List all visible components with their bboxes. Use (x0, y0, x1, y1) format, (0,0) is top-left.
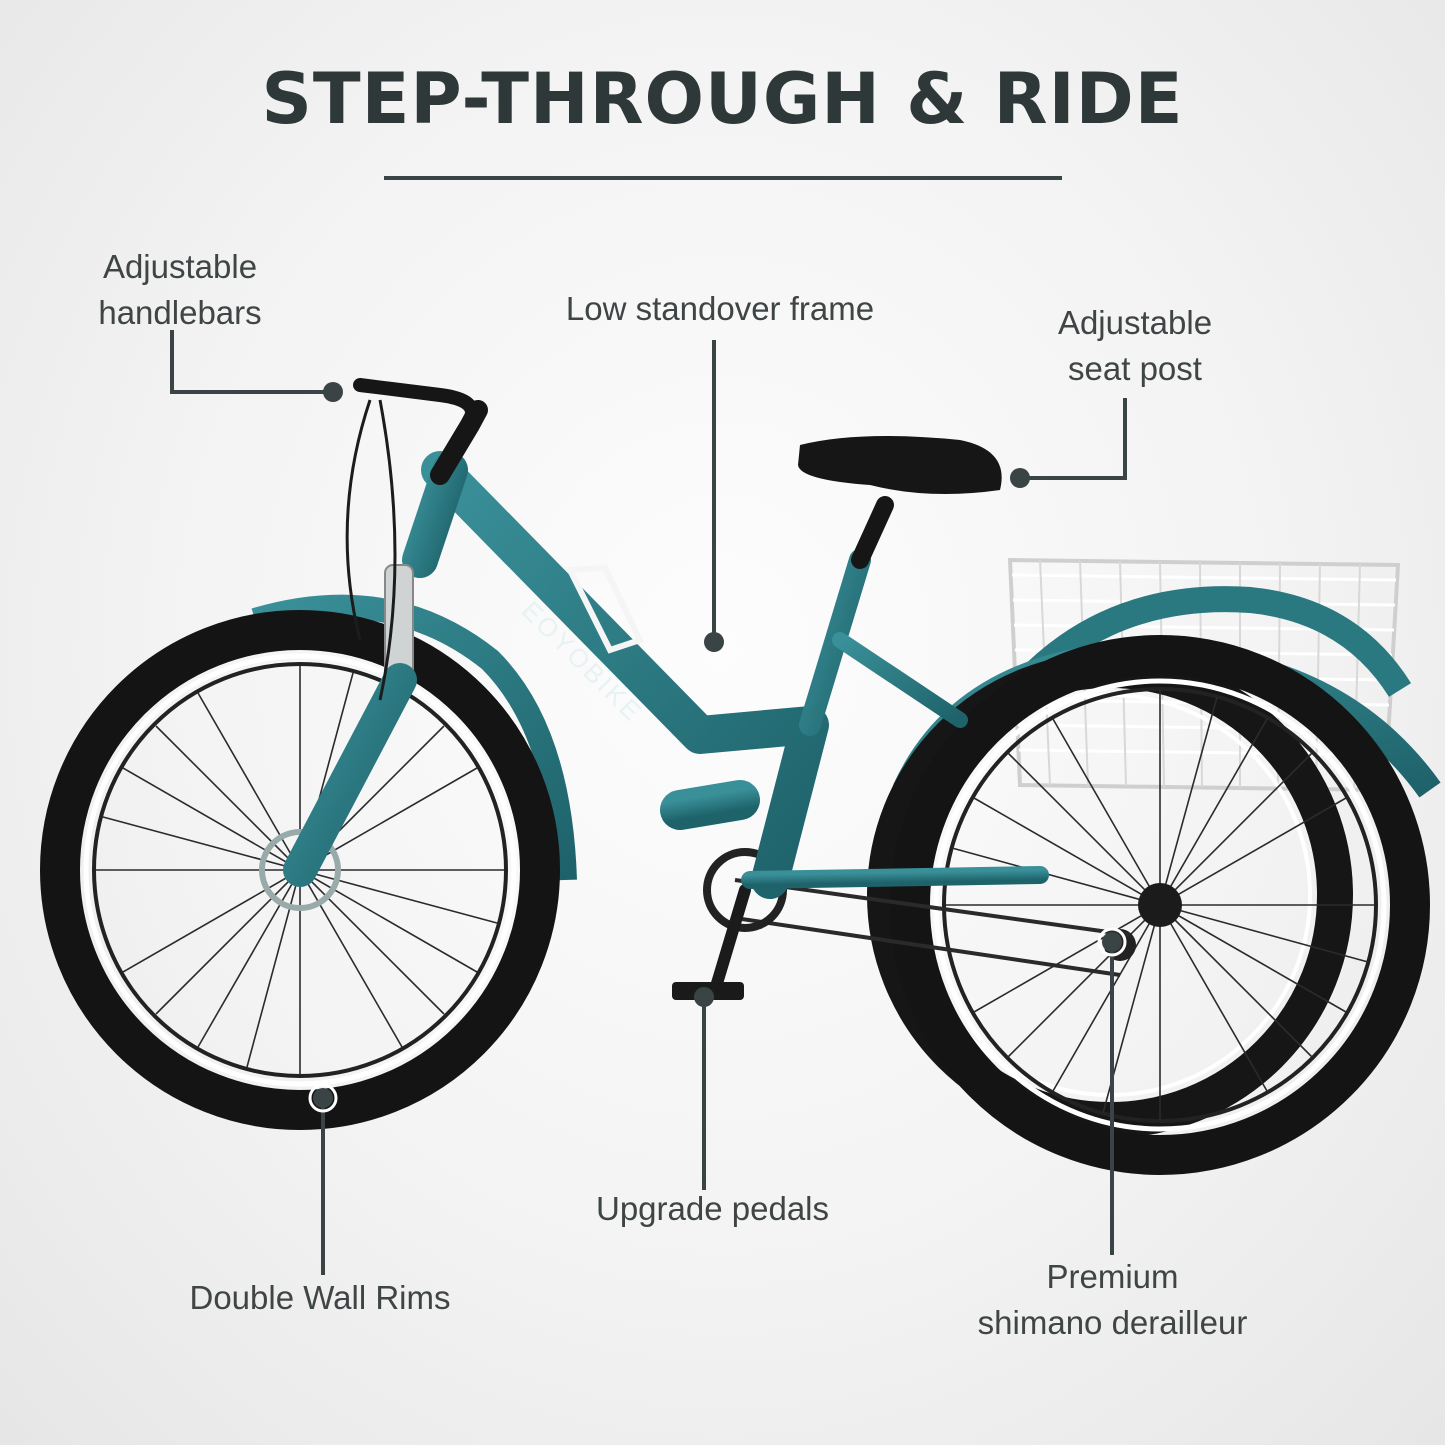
saddle (798, 436, 1002, 494)
callout-pedals-line1: Upgrade pedals (596, 1190, 829, 1227)
title-divider (384, 176, 1062, 180)
seat-post (851, 496, 894, 569)
callout-dot-derailleur (1102, 932, 1122, 952)
callout-derailleur: Premium shimano derailleur (955, 1254, 1270, 1346)
callout-dot-handlebars (323, 382, 343, 402)
rear-wheel (890, 635, 1430, 1175)
frame (402, 451, 1049, 899)
callout-line-seat-post (1020, 398, 1127, 480)
callout-seat-post: Adjustable seat post (1015, 300, 1255, 392)
front-wheel (40, 610, 560, 1130)
callout-line-handlebars (170, 330, 330, 394)
callout-derailleur-line1: Premium (1046, 1258, 1179, 1295)
front-fork (283, 564, 417, 887)
callout-handlebars-line1: Adjustable (102, 248, 258, 285)
front-fender (251, 594, 577, 881)
callout-pedals: Upgrade pedals (560, 1186, 865, 1232)
callout-handlebars-line2: handlebars (98, 294, 262, 331)
bottle-cage (565, 564, 645, 654)
callout-rims-line1: Double Wall Rims (189, 1279, 451, 1316)
callout-derailleur-line2: shimano derailleur (977, 1304, 1248, 1341)
brake-cables (345, 399, 397, 701)
callout-dot-rings (308, 927, 1127, 1113)
callout-seat-post-line2: seat post (1068, 350, 1202, 387)
crank-arm (709, 884, 751, 996)
callout-dot-frame (704, 632, 724, 652)
callout-frame: Low standover frame (520, 286, 920, 332)
callout-dots (313, 382, 1122, 1108)
rear-fender-far (999, 586, 1412, 709)
callout-seat-post-line1: Adjustable (1057, 304, 1213, 341)
page-title: STEP-THROUGH & RIDE (261, 58, 1184, 140)
callout-dot-rims (313, 1088, 333, 1108)
callout-dot-pedals (694, 987, 714, 1007)
callout-dot-seat-post (1010, 468, 1030, 488)
handlebar (353, 378, 479, 427)
callout-rims: Double Wall Rims (150, 1275, 490, 1321)
chain (734, 878, 1131, 977)
callout-handlebars: Adjustable handlebars (60, 244, 300, 336)
callout-lines (170, 330, 1127, 1275)
callout-frame-line1: Low standover frame (565, 290, 875, 327)
